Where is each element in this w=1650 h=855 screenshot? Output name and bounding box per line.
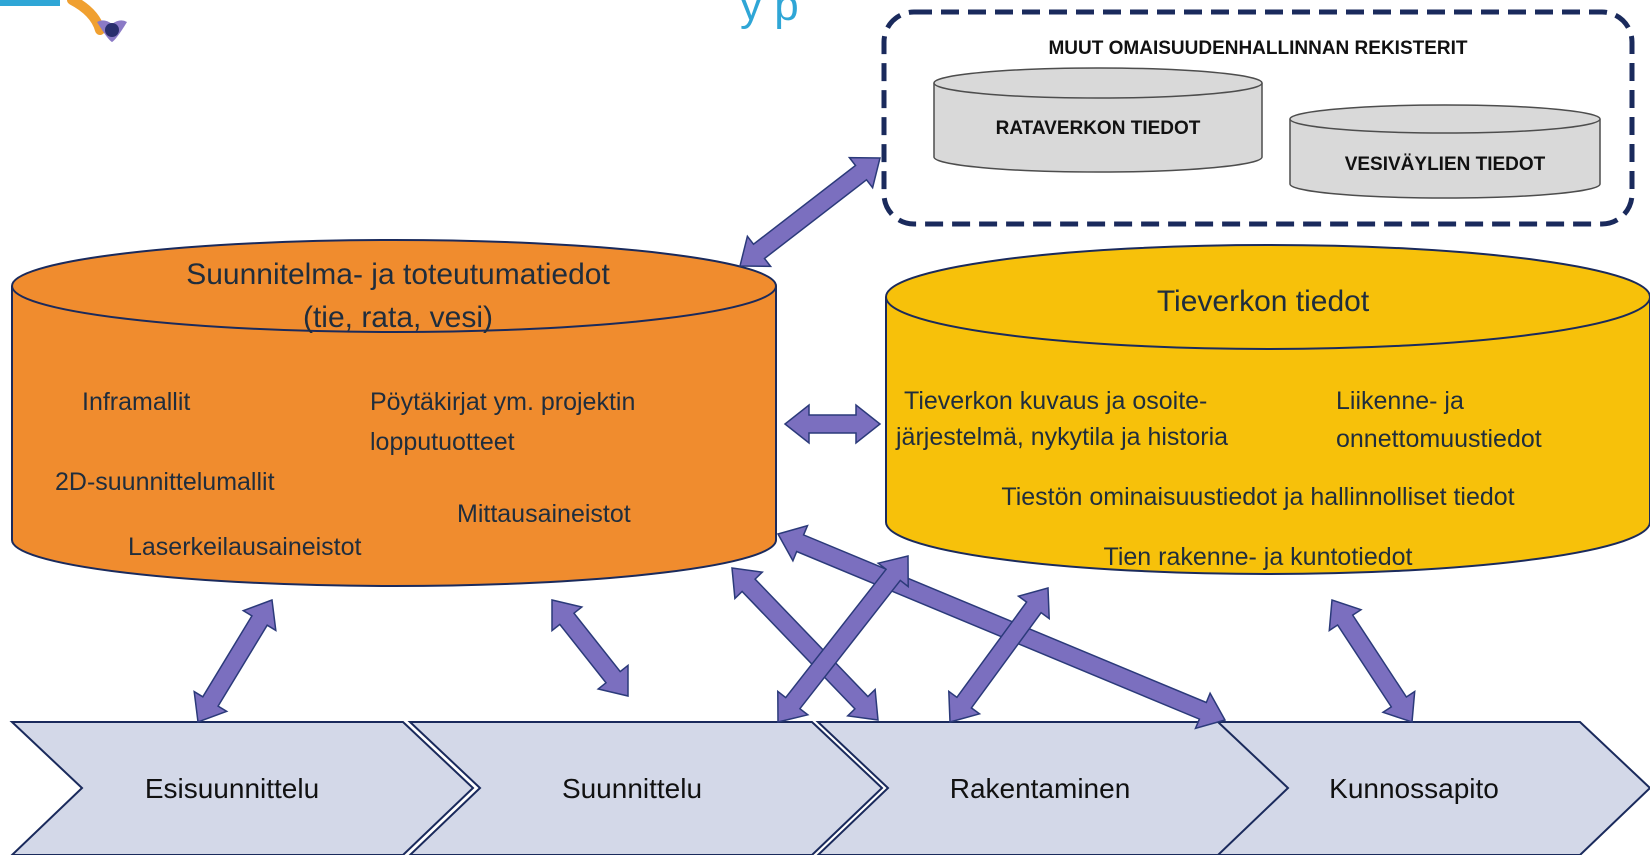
arrow-plan-suunnittelu bbox=[551, 599, 629, 697]
phase-label-kunnossapito: Kunnossapito bbox=[1329, 773, 1499, 804]
arrow-plan-rakentaminen bbox=[731, 567, 879, 721]
phase-label-suunnittelu: Suunnittelu bbox=[562, 773, 702, 804]
rail-register-cylinder: RATAVERKON TIEDOT bbox=[933, 67, 1263, 173]
phase-label-rakentaminen: Rakentaminen bbox=[950, 773, 1131, 804]
road-item-ominaisuustiedot: Tiestön ominaisuustiedot ja hallinnollis… bbox=[1001, 483, 1514, 511]
phase-suunnittelu bbox=[407, 721, 884, 855]
road-cylinder-body bbox=[885, 297, 1650, 575]
plan-item-poytakirjat-2: lopputuotteet bbox=[370, 428, 515, 456]
phase-label-esisuunnittelu: Esisuunnittelu bbox=[145, 773, 319, 804]
plan-item-laserkeilausaineistot: Laserkeilausaineistot bbox=[128, 533, 362, 561]
header-title-fragment: y p bbox=[740, 0, 799, 30]
registers-title: MUUT OMAISUUDENHALLINNAN REKISTERIT bbox=[1048, 38, 1467, 59]
road-item-rakenne: Tien rakenne- ja kuntotiedot bbox=[1104, 543, 1413, 571]
arrow-road-suunnittelu bbox=[777, 555, 909, 723]
waterway-register-label: VESIVÄYLIEN TIEDOT bbox=[1345, 154, 1546, 175]
arrow-plan-esisuunnittelu bbox=[193, 598, 277, 724]
plan-item-poytakirjat-1: Pöytäkirjat ym. projektin bbox=[370, 388, 635, 416]
road-title: Tieverkon tiedot bbox=[1157, 285, 1370, 318]
arrow-road-kunnossapito bbox=[1328, 598, 1416, 724]
arrow-plan-registers bbox=[739, 156, 881, 268]
rail-cylinder-top bbox=[933, 67, 1263, 99]
phase-chevrons: Esisuunnittelu Suunnittelu Rakentaminen … bbox=[9, 721, 1650, 855]
road-database-cylinder: Tieverkon tiedot Tieverkon kuvaus ja oso… bbox=[885, 244, 1650, 575]
rail-register-label: RATAVERKON TIEDOT bbox=[996, 118, 1201, 139]
plan-title-line2: (tie, rata, vesi) bbox=[303, 301, 493, 334]
rail-cylinder-body bbox=[933, 83, 1263, 173]
waterway-cylinder-body bbox=[1289, 119, 1601, 199]
connector-arrows bbox=[193, 156, 1416, 730]
road-item-liikenne-1: Liikenne- ja bbox=[1336, 387, 1464, 415]
arrow-road-rakentaminen bbox=[947, 587, 1051, 723]
logo-orange-arc bbox=[67, 0, 105, 35]
plan-item-inframallit: Inframallit bbox=[82, 388, 190, 416]
plan-cylinder-body bbox=[11, 286, 777, 587]
road-item-liikenne-2: onnettomuustiedot bbox=[1336, 425, 1542, 453]
logo bbox=[0, 0, 127, 42]
plan-title-line1: Suunnitelma- ja toteutumatiedot bbox=[186, 258, 610, 291]
waterway-cylinder-top bbox=[1289, 104, 1601, 134]
logo-dot bbox=[105, 23, 119, 37]
phase-kunnossapito bbox=[1215, 721, 1650, 855]
road-item-kuvaus-1: Tieverkon kuvaus ja osoite- bbox=[904, 387, 1207, 415]
plan-cylinder-top bbox=[11, 239, 777, 333]
arrow-plan-road bbox=[783, 403, 882, 445]
plan-item-mittausaineistot: Mittausaineistot bbox=[457, 500, 631, 528]
logo-teal-bar bbox=[0, 0, 60, 6]
road-item-kuvaus-2: järjestelmä, nykytila ja historia bbox=[895, 423, 1228, 451]
plan-item-2d-suunnittelumallit: 2D-suunnittelumallit bbox=[55, 468, 275, 496]
road-cylinder-top bbox=[885, 244, 1650, 350]
plan-database-cylinder: Suunnitelma- ja toteutumatiedot (tie, ra… bbox=[11, 239, 777, 587]
waterway-register-cylinder: VESIVÄYLIEN TIEDOT bbox=[1289, 104, 1601, 199]
phase-esisuunnittelu bbox=[9, 721, 475, 855]
